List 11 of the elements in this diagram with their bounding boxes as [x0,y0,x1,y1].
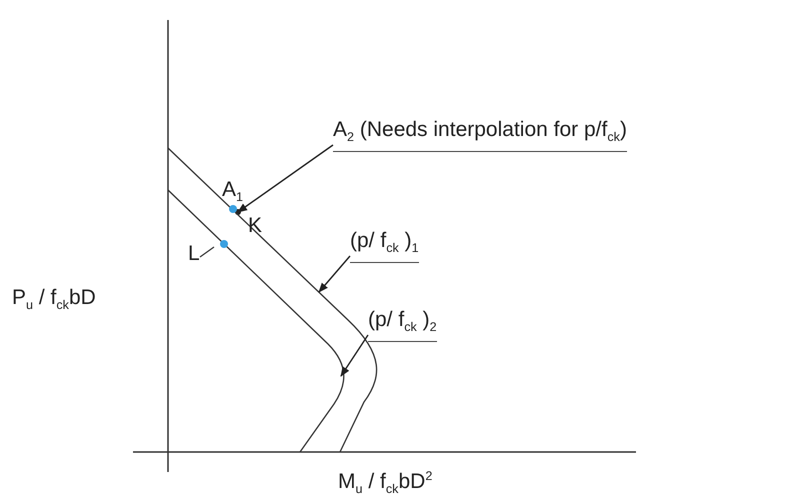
curve-label: (p/ f$_{ck}$ )$_{2}$ [368,308,437,342]
leader-arrow [318,256,351,293]
leader-text: A$_{2}$ (Needs interpolation for p/f$_{ck}$) [333,118,627,152]
point-label: K [248,214,262,238]
point-label: L [188,242,200,266]
leader-arrow [237,144,334,213]
axis-label: M$_{u}$ / f$_{ck}$bD$^{2}$ [338,468,432,498]
point-label: A$_{1}$ [222,178,244,206]
axis-label: P$_{u}$ / f$_{ck}$bD [12,286,96,314]
curve-label: (p/ f$_{ck}$ )$_{1}$ [350,229,419,264]
leader-arrow [340,334,369,377]
